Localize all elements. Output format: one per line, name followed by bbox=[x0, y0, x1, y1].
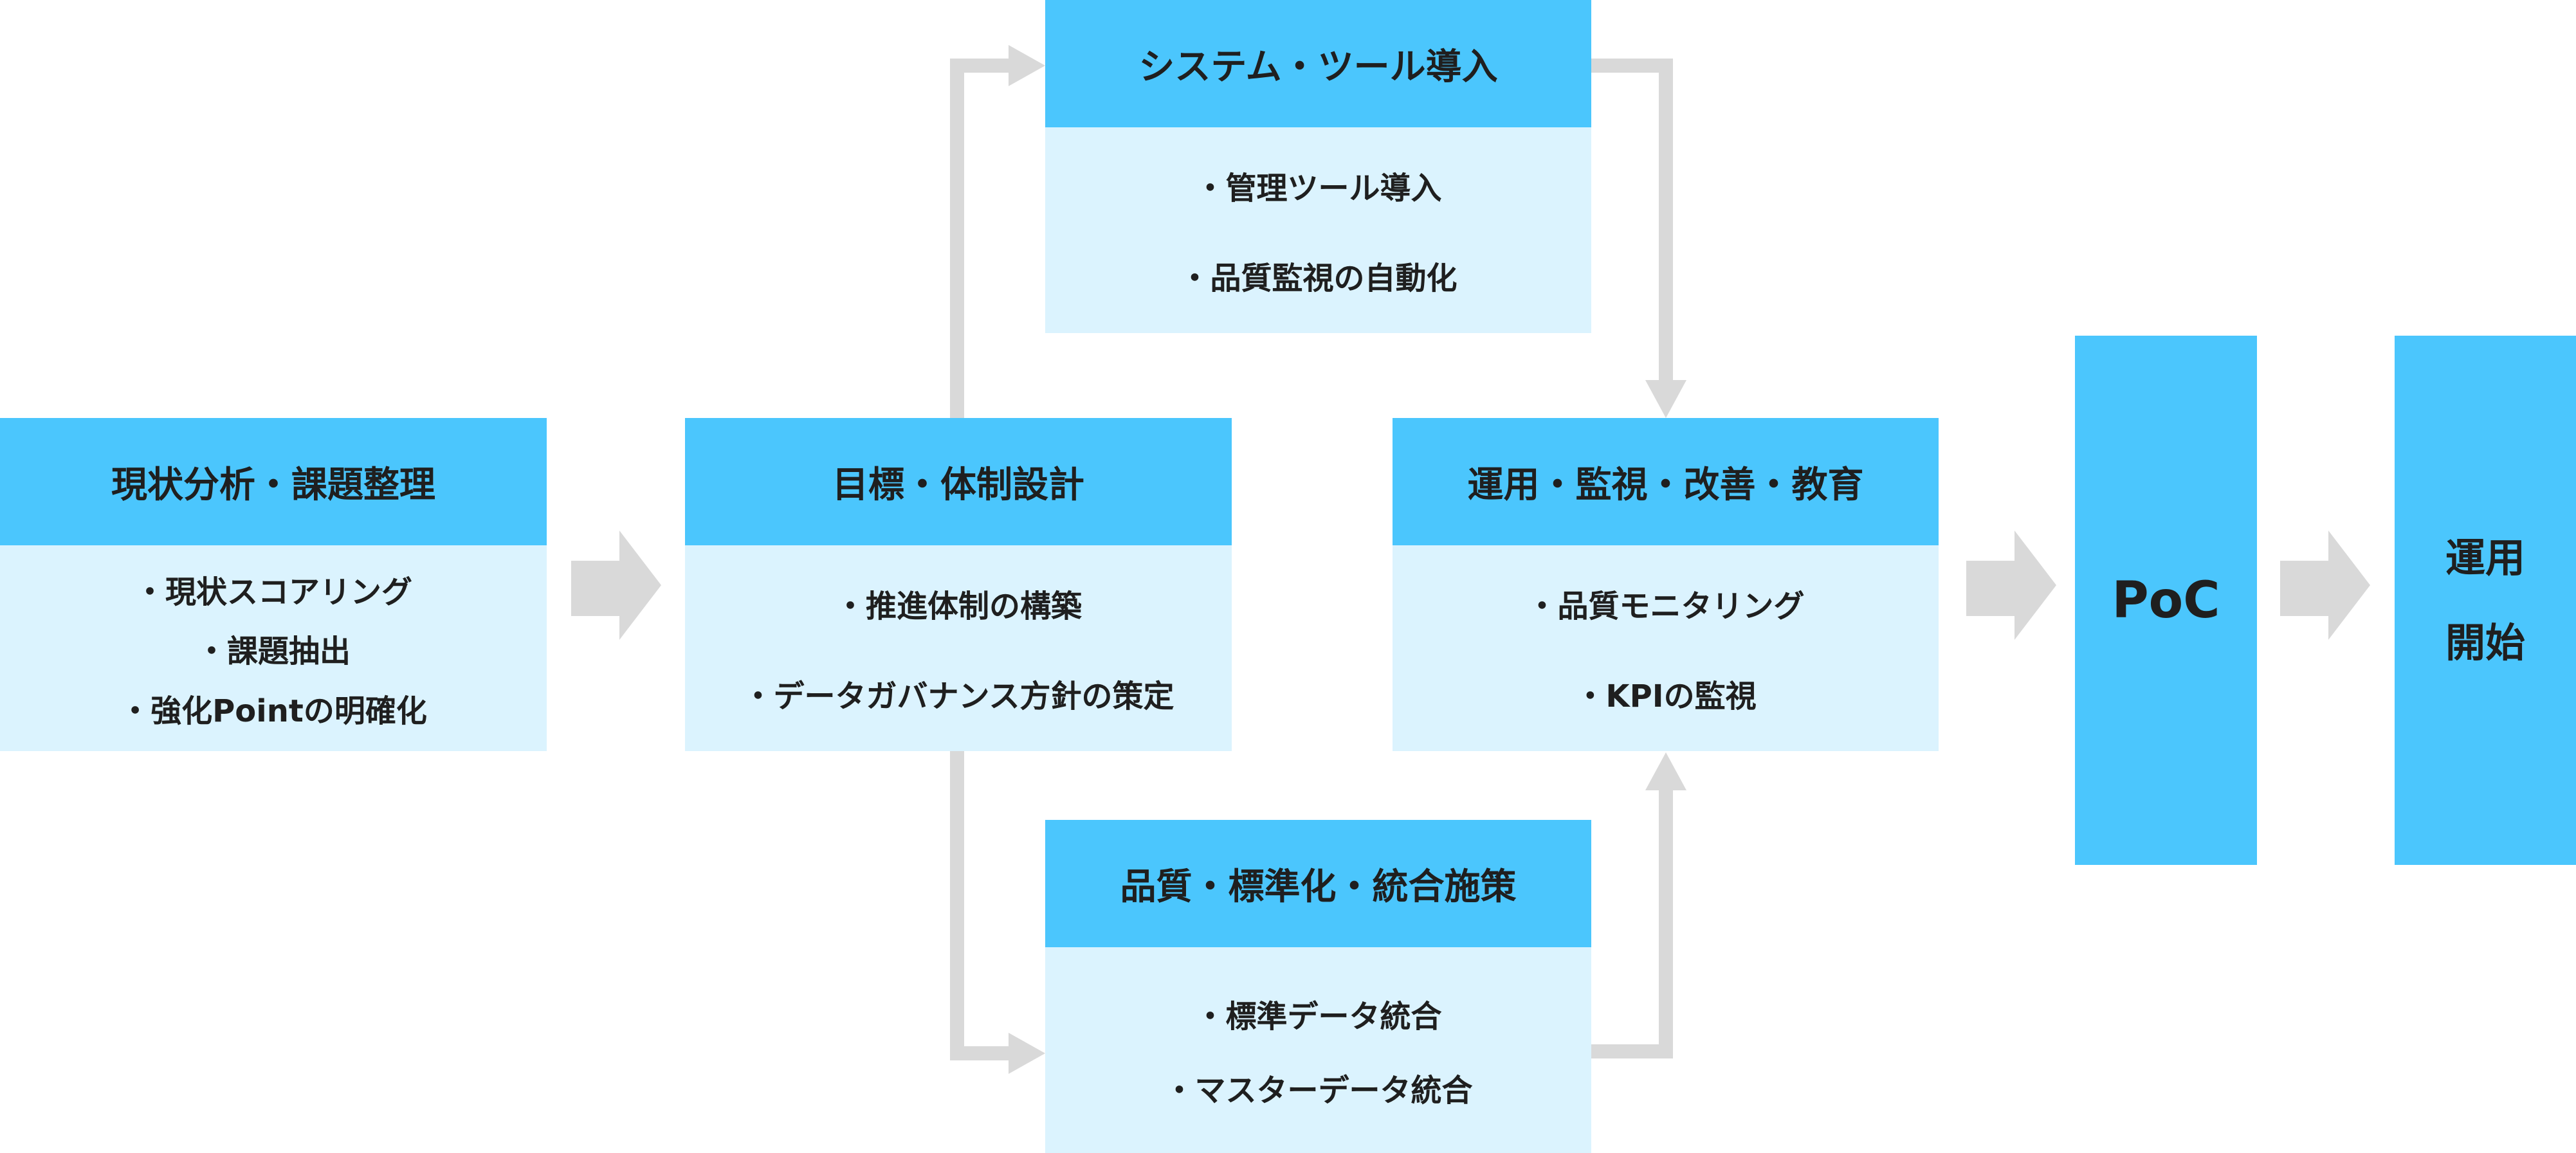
system-items: ・管理ツール導入 ・品質監視の自動化 bbox=[1045, 127, 1591, 333]
poc-label: PoC bbox=[2112, 571, 2220, 630]
poc-box: PoC bbox=[2075, 336, 2257, 865]
analysis-item: ・強化Pointの明確化 bbox=[120, 693, 427, 729]
design-box: 目標・体制設計 ・推進体制の構築 ・データガバナンス方針の策定 bbox=[685, 418, 1232, 751]
connector-system-to-operation bbox=[1591, 59, 1673, 385]
connector-system-to-operation-head bbox=[1645, 380, 1686, 418]
quality-items: ・標準データ統合 ・マスターデータ統合 bbox=[1045, 947, 1591, 1153]
design-item: ・推進体制の構築 bbox=[834, 588, 1082, 624]
system-box: システム・ツール導入 ・管理ツール導入 ・品質監視の自動化 bbox=[1045, 0, 1591, 333]
design-item: ・データガバナンス方針の策定 bbox=[742, 678, 1174, 714]
start-box: 運用 開始 bbox=[2395, 336, 2576, 865]
connector-design-to-system-head bbox=[1009, 45, 1045, 86]
analysis-title: 現状分析・課題整理 bbox=[0, 418, 547, 545]
quality-item: ・標準データ統合 bbox=[1194, 998, 1442, 1035]
system-item: ・品質監視の自動化 bbox=[1179, 260, 1457, 296]
arrow-operation-to-poc bbox=[1966, 531, 2056, 640]
operation-title: 運用・監視・改善・教育 bbox=[1393, 418, 1939, 545]
quality-title: 品質・標準化・統合施策 bbox=[1045, 820, 1591, 947]
arrow-analysis-to-design bbox=[571, 531, 661, 640]
operation-items: ・品質モニタリング ・KPIの監視 bbox=[1393, 545, 1939, 751]
connector-quality-to-operation bbox=[1591, 786, 1673, 1058]
system-item: ・管理ツール導入 bbox=[1194, 170, 1442, 206]
design-items: ・推進体制の構築 ・データガバナンス方針の策定 bbox=[685, 545, 1232, 751]
start-label-line2: 開始 bbox=[2445, 619, 2525, 666]
analysis-item: ・課題抽出 bbox=[196, 633, 351, 669]
design-title: 目標・体制設計 bbox=[685, 418, 1232, 545]
operation-box: 運用・監視・改善・教育 ・品質モニタリング ・KPIの監視 bbox=[1393, 418, 1939, 751]
arrow-poc-to-start bbox=[2280, 531, 2370, 640]
analysis-items: ・現状スコアリング ・課題抽出 ・強化Pointの明確化 bbox=[0, 545, 547, 751]
analysis-item: ・現状スコアリング bbox=[134, 574, 412, 610]
quality-box: 品質・標準化・統合施策 ・標準データ統合 ・マスターデータ統合 bbox=[1045, 820, 1591, 1153]
connector-quality-to-operation-head bbox=[1645, 752, 1686, 790]
connector-design-to-quality-head bbox=[1009, 1033, 1045, 1074]
connector-design-to-quality bbox=[950, 751, 1013, 1060]
operation-item: ・品質モニタリング bbox=[1526, 588, 1805, 624]
connector-design-to-system bbox=[950, 59, 1013, 419]
analysis-box: 現状分析・課題整理 ・現状スコアリング ・課題抽出 ・強化Pointの明確化 bbox=[0, 418, 547, 751]
start-label-line1: 運用 bbox=[2445, 534, 2525, 581]
quality-item: ・マスターデータ統合 bbox=[1164, 1072, 1473, 1109]
operation-item: ・KPIの監視 bbox=[1575, 678, 1757, 714]
system-title: システム・ツール導入 bbox=[1045, 0, 1591, 127]
